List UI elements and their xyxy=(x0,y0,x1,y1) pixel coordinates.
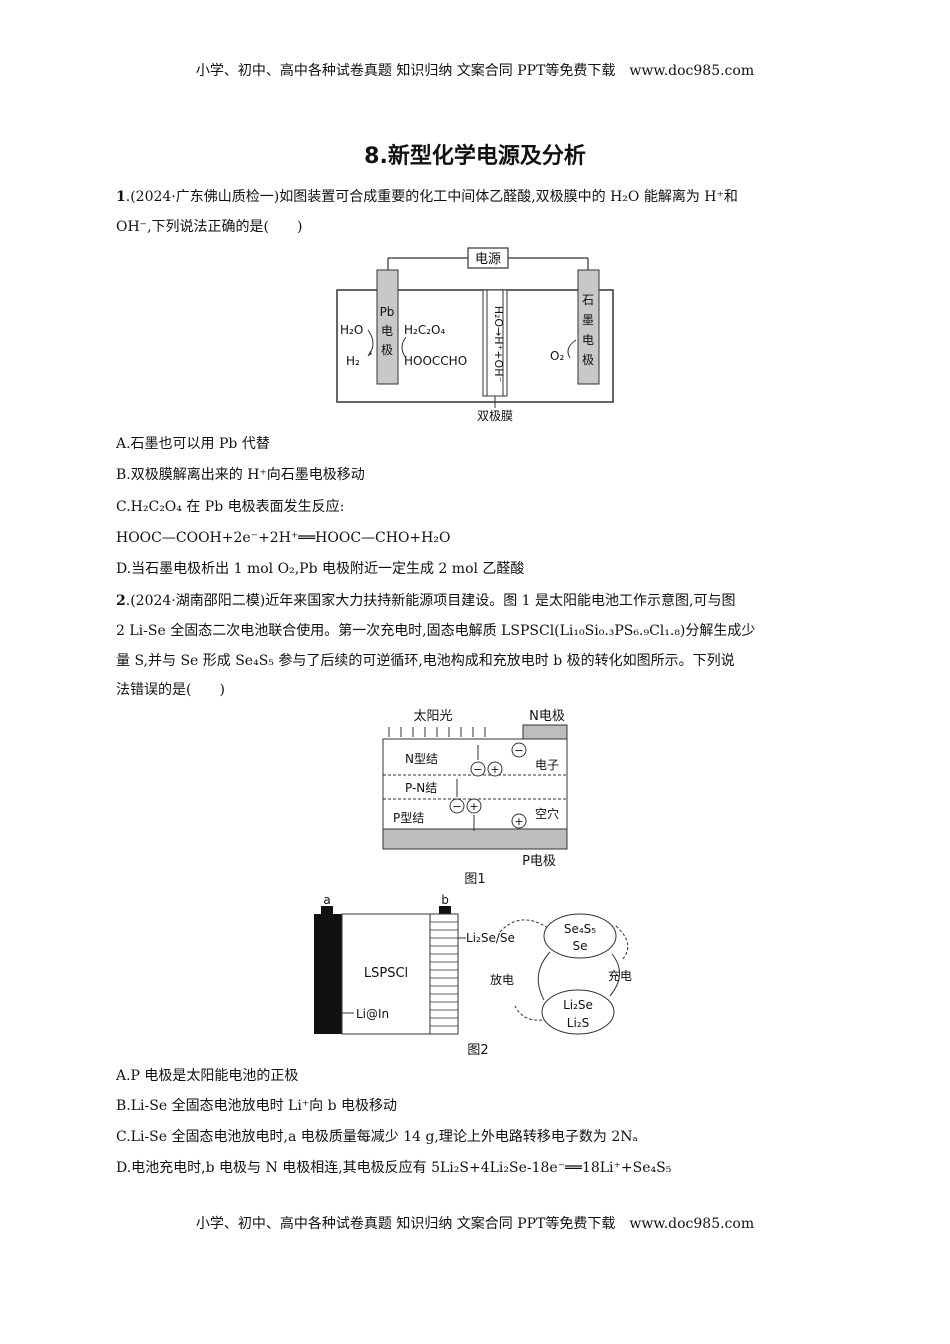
li-in-label: Li@In xyxy=(356,1007,389,1021)
svg-text:Pb: Pb xyxy=(380,305,395,319)
q1-stem-line2: OH⁻,下列说法正确的是( ) xyxy=(116,219,303,235)
sunlight-label: 太阳光 xyxy=(413,709,452,724)
discharge-label: 放电 xyxy=(490,972,514,987)
right-o2: O₂ xyxy=(550,349,564,363)
q1-option-c-equation: HOOC—COOH+2e⁻+2H⁺══HOOC—CHO+H₂O xyxy=(116,530,451,546)
cell-body xyxy=(382,738,568,830)
svg-text:−: − xyxy=(514,744,523,757)
discharged-state-circle xyxy=(541,989,615,1035)
charged-state-circle xyxy=(543,913,617,959)
figure2-caption: 图2 xyxy=(467,1043,488,1058)
q1-stem-line1: 1.(2024·广东佛山质检一)如图装置可合成重要的化工中间体乙醛酸,双极膜中的… xyxy=(116,189,738,205)
svg-text:−: − xyxy=(473,763,482,776)
n-electrode-label: N电极 xyxy=(529,709,565,724)
svg-text:+: + xyxy=(514,815,523,828)
n-type-label: N型结 xyxy=(405,752,438,766)
charge-label: 充电 xyxy=(608,968,632,983)
svg-text:Li₂S: Li₂S xyxy=(567,1016,589,1030)
mid-hooccho: HOOCCHO xyxy=(404,354,467,368)
q1-option-c: C.H₂C₂O₄ 在 Pb 电极表面发生反应: xyxy=(116,499,345,515)
q1-electrolysis-figure: 电源 Pb 电 极 石 墨 电 极 H₂O→H⁺+OH⁻ 双极膜 H₂O H₂ … xyxy=(336,247,614,423)
svg-text:Li₂Se: Li₂Se xyxy=(563,998,593,1012)
svg-text:+: + xyxy=(490,763,499,776)
page-title: 8.新型化学电源及分析 xyxy=(364,144,586,169)
svg-text:+: + xyxy=(469,800,478,813)
svg-text:墨: 墨 xyxy=(582,313,594,327)
electrode-b xyxy=(429,913,459,1035)
p-type-label: P型结 xyxy=(393,811,424,825)
left-h2: H₂ xyxy=(346,354,360,368)
q2-solar-cell-figure: 太阳光 N电极 N型结 P-N结 P型结 电子 空穴 −+− −++ P电极 图… xyxy=(382,709,568,887)
graphite-electrode xyxy=(577,269,600,385)
q2-battery-figure: a b LSPSCl Li@In Li₂Se/Se Se₄S₅ Se Li₂Se… xyxy=(314,893,632,1058)
electrolysis-tank xyxy=(336,289,614,403)
electrode-a-label: a xyxy=(323,893,330,907)
electrode-b-label: b xyxy=(441,893,449,907)
svg-text:Se₄S₅: Se₄S₅ xyxy=(564,922,596,936)
svg-text:石: 石 xyxy=(582,293,594,307)
n-electrode xyxy=(522,724,568,740)
q2-option-c: C.Li-Se 全固态电池放电时,a 电极质量每减少 14 g,理论上外电路转移… xyxy=(116,1129,638,1145)
q2-stem-line2: 2 Li-Se 全固态二次电池联合使用。第一次充电时,固态电解质 LSPSCl(… xyxy=(116,623,756,639)
q2-option-b: B.Li-Se 全固态电池放电时 Li⁺向 b 电极移动 xyxy=(116,1098,398,1114)
power-supply-label: 电源 xyxy=(475,252,501,267)
membrane-label: 双极膜 xyxy=(477,409,513,423)
q2-option-d: D.电池充电时,b 电极与 N 电极相连,其电极反应有 5Li₂S+4Li₂Se… xyxy=(116,1160,672,1176)
electrolyte xyxy=(341,913,431,1035)
svg-text:Se: Se xyxy=(573,939,588,953)
pn-junction-label: P-N结 xyxy=(405,781,437,795)
mid-h2c2o4: H₂C₂O₄ xyxy=(404,323,445,337)
li2se-se-label: Li₂Se/Se xyxy=(466,931,515,945)
q1-number: 1 xyxy=(116,189,126,205)
q2-option-a: A.P 电极是太阳能电池的正极 xyxy=(116,1068,299,1084)
pb-electrode xyxy=(376,269,399,385)
q1-option-b: B.双极膜解离出来的 H⁺向石墨电极移动 xyxy=(116,467,365,483)
page-footer: 小学、初中、高中各种试卷真题 知识归纳 文案合同 PPT等免费下载 www.do… xyxy=(195,1216,755,1232)
q1-option-a: A.石墨也可以用 Pb 代替 xyxy=(116,436,270,452)
p-electrode-label: P电极 xyxy=(522,854,556,869)
svg-text:电: 电 xyxy=(381,324,393,338)
q2-stem-line4: 法错误的是( ) xyxy=(116,682,225,698)
figure1-caption: 图1 xyxy=(464,872,485,887)
svg-text:−: − xyxy=(452,800,461,813)
page-header: 小学、初中、高中各种试卷真题 知识归纳 文案合同 PPT等免费下载 www.do… xyxy=(195,63,755,79)
svg-text:极: 极 xyxy=(381,343,393,357)
electron-label: 电子 xyxy=(535,758,559,772)
lspscl-label: LSPSCl xyxy=(364,966,408,981)
q2-number: 2 xyxy=(116,593,126,609)
q1-option-d: D.当石墨电极析出 1 mol O₂,Pb 电极附近一定生成 2 mol 乙醛酸 xyxy=(116,561,525,577)
membrane-reaction: H₂O→H⁺+OH⁻ xyxy=(492,306,505,383)
hole-label: 空穴 xyxy=(535,806,559,821)
q2-stem-line3: 量 S,并与 Se 形成 Se₄S₅ 参与了后续的可逆循环,电池构成和充放电时 … xyxy=(116,653,735,669)
left-h2o: H₂O xyxy=(340,323,363,337)
electrode-a xyxy=(314,914,342,1034)
svg-text:电: 电 xyxy=(582,333,594,347)
q2-stem-line1: 2.(2024·湖南邵阳二模)近年来国家大力扶持新能源项目建设。图 1 是太阳能… xyxy=(116,593,736,609)
p-electrode xyxy=(382,828,568,850)
svg-text:极: 极 xyxy=(582,353,594,367)
